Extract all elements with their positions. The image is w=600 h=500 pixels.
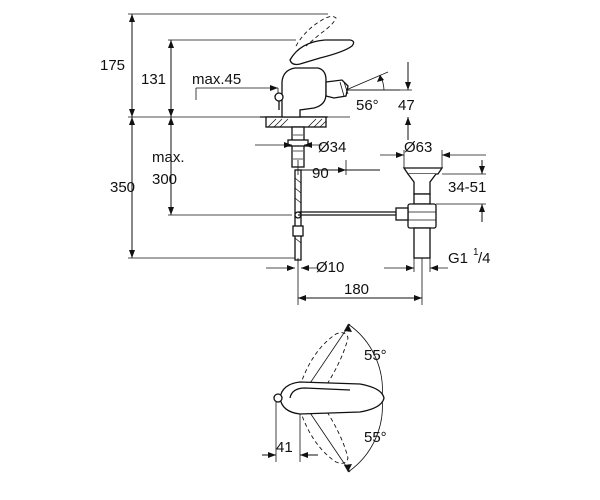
dim-350-label: 350 [110,179,135,196]
dim-g1-frac: /4 [478,250,491,267]
dim-41-label: 41 [276,439,293,456]
dim-55deg-upper-label: 55° [364,347,387,364]
waste-flange [402,167,444,175]
dim-131-label: 131 [141,71,166,88]
mixer-top-view [279,381,385,415]
dim-47-label: 47 [398,97,415,114]
dim-g1-label: G1 [448,250,468,267]
dim-90-label: 90 [312,165,329,182]
dim-175-label: 175 [100,57,125,74]
dim-d10-label: Ø10 [316,259,344,276]
dim-d34-label: Ø34 [318,139,346,156]
side-view [128,13,486,305]
dim-180-label: 180 [344,281,369,298]
dim-55deg-lower-label: 55° [364,429,387,446]
dim-34-51-label: 34-51 [448,179,486,196]
dim-max45-label: max.45 [192,71,241,88]
mixer-body [281,67,327,118]
mixer-lever [289,39,355,66]
top-view [262,323,385,473]
dim-max-label: max. [152,149,185,166]
dim-g1-sup: 1 [473,247,479,258]
dim-d63-label: Ø63 [404,139,432,156]
dim-56deg-label: 56° [356,97,379,114]
dim-300-label: 300 [152,171,177,188]
